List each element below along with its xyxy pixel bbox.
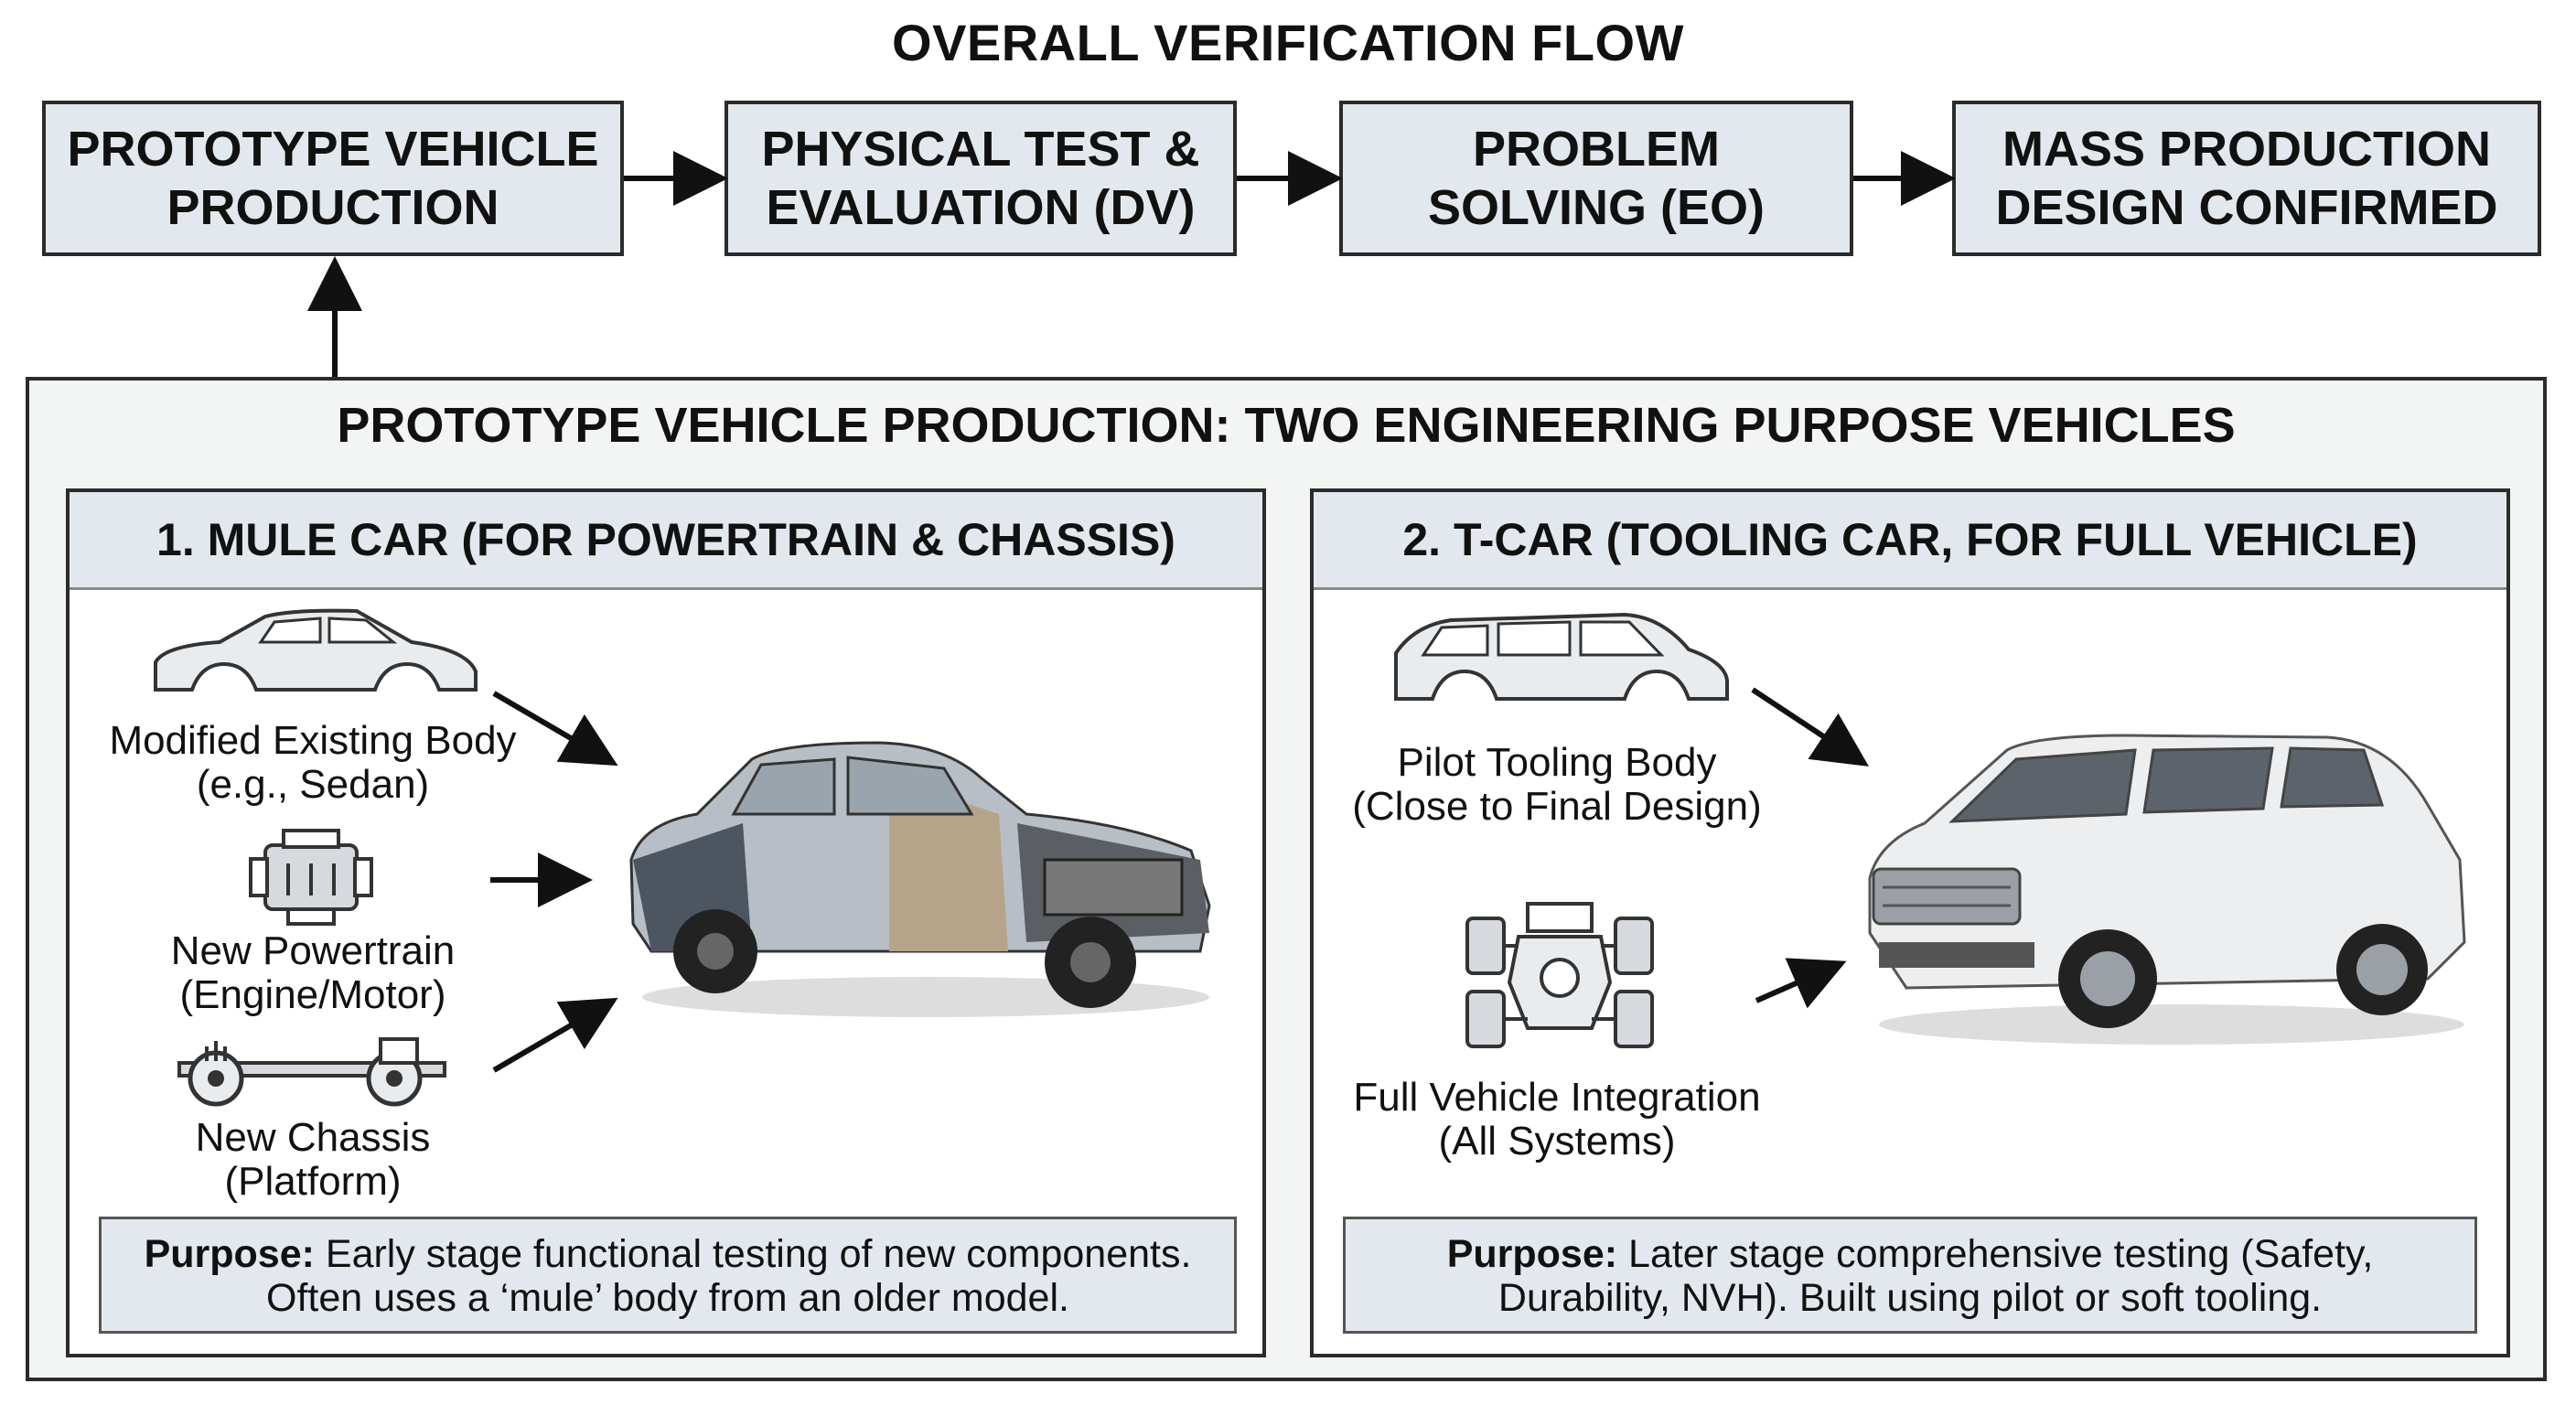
step-problem-solving: PROBLEM SOLVING (EO) [1339,101,1853,256]
mule-input-chassis-label: New Chassis (Platform) [195,1115,431,1204]
suv-body-icon [1394,612,1729,701]
engine-icon [249,829,373,926]
tcar-image [1868,734,2466,1045]
mule-car-image [629,741,1211,1017]
mule-input-body-label: Modified Existing Body (e.g., Sedan) [109,718,517,807]
mule-input-arrows [490,691,618,1073]
vehicle-integration-icon [1465,902,1654,1048]
tcar-heading: 2. T-CAR (TOOLING CAR, FOR FULL VEHICLE) [1314,492,2506,590]
chassis-icon [177,1037,446,1107]
flow-title: OVERALL VERIFICATION FLOW [892,14,1684,71]
tcar-input-body-label: Pilot Tooling Body (Close to Final Desig… [1352,740,1762,829]
mule-purpose-label: Purpose: [144,1232,315,1276]
step-physical-test: PHYSICAL TEST & EVALUATION (DV) [724,101,1237,256]
mule-car-heading: 1. MULE CAR (FOR POWERTRAIN & CHASSIS) [70,492,1262,590]
panel-title: PROTOTYPE VEHICLE PRODUCTION: TWO ENGINE… [337,398,2236,453]
tcar-purpose-box: Purpose: Later stage comprehensive testi… [1343,1217,2477,1334]
mule-purpose-text: Early stage functional testing of new co… [266,1232,1192,1320]
tcar-purpose-label: Purpose: [1446,1232,1618,1276]
sedan-body-icon [154,608,478,692]
tcar-input-integration-label: Full Vehicle Integration (All Systems) [1353,1075,1761,1164]
flow-arrows [307,151,1956,377]
step-prototype-production: PROTOTYPE VEHICLE PRODUCTION [42,101,624,256]
step-mass-production: MASS PRODUCTION DESIGN CONFIRMED [1952,101,2541,256]
mule-purpose-box: Purpose: Early stage functional testing … [99,1217,1237,1334]
tcar-purpose-text: Later stage comprehensive testing (Safet… [1497,1232,2374,1320]
mule-input-powertrain-label: New Powertrain (Engine/Motor) [170,928,456,1017]
tcar-input-arrows [1751,687,1870,1009]
